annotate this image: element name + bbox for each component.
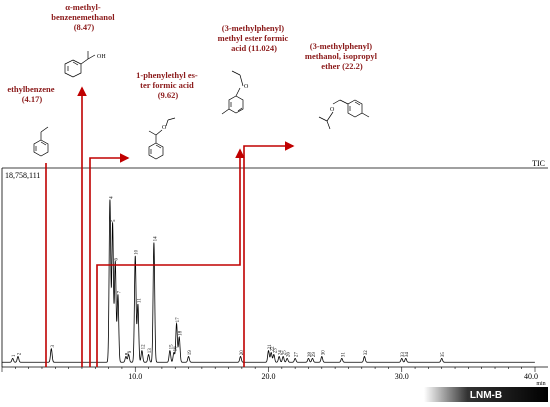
intensity-label: 18,758,111 xyxy=(5,171,40,180)
peak-label: 16 xyxy=(173,346,178,352)
oxygen-label: O xyxy=(244,84,249,90)
svg-text:ethylbenzene (4.17): ethylbenzene (4.17) xyxy=(7,84,56,104)
svg-text:1-phenylethyl es- ter fo: 1-phenylethyl es- ter formic acid (9.62) xyxy=(136,70,200,100)
trace-label: TIC xyxy=(532,159,545,168)
x-axis-ticks: 10.0 20.0 30.0 40.0 xyxy=(1,367,538,381)
peak-label: 11 xyxy=(137,298,142,303)
peak-label: 21 xyxy=(268,344,273,350)
annotation-line: α-methyl- xyxy=(65,2,101,12)
x-unit-label: min xyxy=(536,381,545,387)
svg-text:α-methyl- benzenemethano: α-methyl- benzenemethanol (8.47) xyxy=(51,2,116,32)
peak-label: 22 xyxy=(271,346,276,352)
annotation-line: methanol, isopropyl xyxy=(305,51,378,61)
x-tick-label: 20.0 xyxy=(262,372,276,381)
peak-label: 33 xyxy=(401,352,406,358)
peak-label: 31 xyxy=(341,352,346,358)
annotation-line: ter formic acid xyxy=(140,80,194,90)
peak-label: 12 xyxy=(141,344,146,350)
annotation-ethylbenzene: ethylbenzene (4.17) xyxy=(7,84,56,104)
peak-label: 34 xyxy=(405,352,410,358)
arrow-methylphenyl-ester xyxy=(96,148,245,367)
arrow-methylphenyl-ether xyxy=(243,141,295,367)
hydroxyl-label: OH xyxy=(97,54,106,60)
annotation-line: (3-methylphenyl) xyxy=(222,23,285,33)
peak-label: 32 xyxy=(364,350,369,356)
sample-badge: LNM-B xyxy=(424,387,548,402)
annotation-line: benzenemethanol xyxy=(51,12,115,22)
annotation-line: methyl ester formic xyxy=(218,33,289,43)
sample-badge-bg xyxy=(424,387,548,402)
peak-label: 9 xyxy=(128,350,133,353)
peak-label: 26 xyxy=(287,352,292,358)
oxygen-label: O xyxy=(330,107,335,113)
peak-label: 35 xyxy=(441,352,446,358)
annotation-methylbenzenemethanol: α-methyl- benzenemethanol (8.47) xyxy=(51,2,116,32)
peak-label: 27 xyxy=(295,352,300,358)
peak-label: 28 xyxy=(308,352,313,358)
peak-label: 4 xyxy=(109,196,114,199)
annotation-line: (3-methylphenyl) xyxy=(310,41,373,51)
x-tick-label: 10.0 xyxy=(128,372,142,381)
peak-label: 10 xyxy=(135,249,140,255)
annotation-line: acid (11.024) xyxy=(231,43,277,53)
peak-label: 20 xyxy=(240,350,245,356)
structure-methylbenzenemethanol xyxy=(64,51,96,78)
peak-label: 24 xyxy=(279,350,284,356)
annotation-line: ethylbenzene xyxy=(7,84,54,94)
annotation-methylphenyl-ether: (3-methylphenyl) methanol, isopropyl eth… xyxy=(305,41,379,71)
tic-line xyxy=(2,199,535,363)
peak-label: 1 xyxy=(12,354,17,357)
svg-text:(3-methylphenyl) methyl: (3-methylphenyl) methyl ester formic aci… xyxy=(218,23,291,53)
peak-label: 30 xyxy=(321,350,326,356)
x-tick-label: 30.0 xyxy=(395,372,409,381)
peak-label: 17 xyxy=(176,317,181,323)
annotation-line: ether (22.2) xyxy=(321,61,363,71)
plot-frame xyxy=(1,167,548,368)
peak-label: 25 xyxy=(283,350,288,356)
structure-phenylethyl-ester xyxy=(148,117,176,160)
peak-label: 13 xyxy=(148,348,153,354)
oxygen-label: O xyxy=(162,125,167,131)
x-tick-label: 40.0 xyxy=(524,372,538,381)
arrow-phenylethyl-ester xyxy=(89,153,130,367)
peak-label: 2 xyxy=(17,352,22,355)
structure-ethylbenzene xyxy=(33,126,49,157)
annotation-line: 1-phenylethyl es- xyxy=(136,70,198,80)
peak-label: 8 xyxy=(125,352,130,355)
svg-text:(3-methylphenyl) methano: (3-methylphenyl) methanol, isopropyl eth… xyxy=(305,41,379,71)
annotation-methylphenyl-ester: (3-methylphenyl) methyl ester formic aci… xyxy=(218,23,291,53)
annotation-line: (8.47) xyxy=(74,22,95,32)
peak-label: 6 xyxy=(115,258,120,261)
annotation-line: (4.17) xyxy=(22,94,43,104)
peak-label: 19 xyxy=(188,350,193,356)
sample-label: LNM-B xyxy=(470,390,502,401)
annotation-line: (9.62) xyxy=(158,90,179,100)
peak-label: 14 xyxy=(153,236,158,242)
peak-label: 23 xyxy=(273,348,278,354)
peak-label: 3 xyxy=(51,344,56,347)
peak-label: 15 xyxy=(169,344,174,350)
peak-label: 7 xyxy=(117,290,122,293)
structure-methylphenyl-ester xyxy=(221,70,244,115)
peak-label: 29 xyxy=(312,352,317,358)
peak-label: 18 xyxy=(179,330,184,336)
annotation-arrows xyxy=(45,86,295,367)
annotation-phenylethyl-ester: 1-phenylethyl es- ter formic acid (9.62) xyxy=(136,70,200,100)
tic-trace xyxy=(2,199,535,363)
peak-label: 5 xyxy=(112,219,117,222)
structure-methylphenyl-ether xyxy=(318,99,370,130)
